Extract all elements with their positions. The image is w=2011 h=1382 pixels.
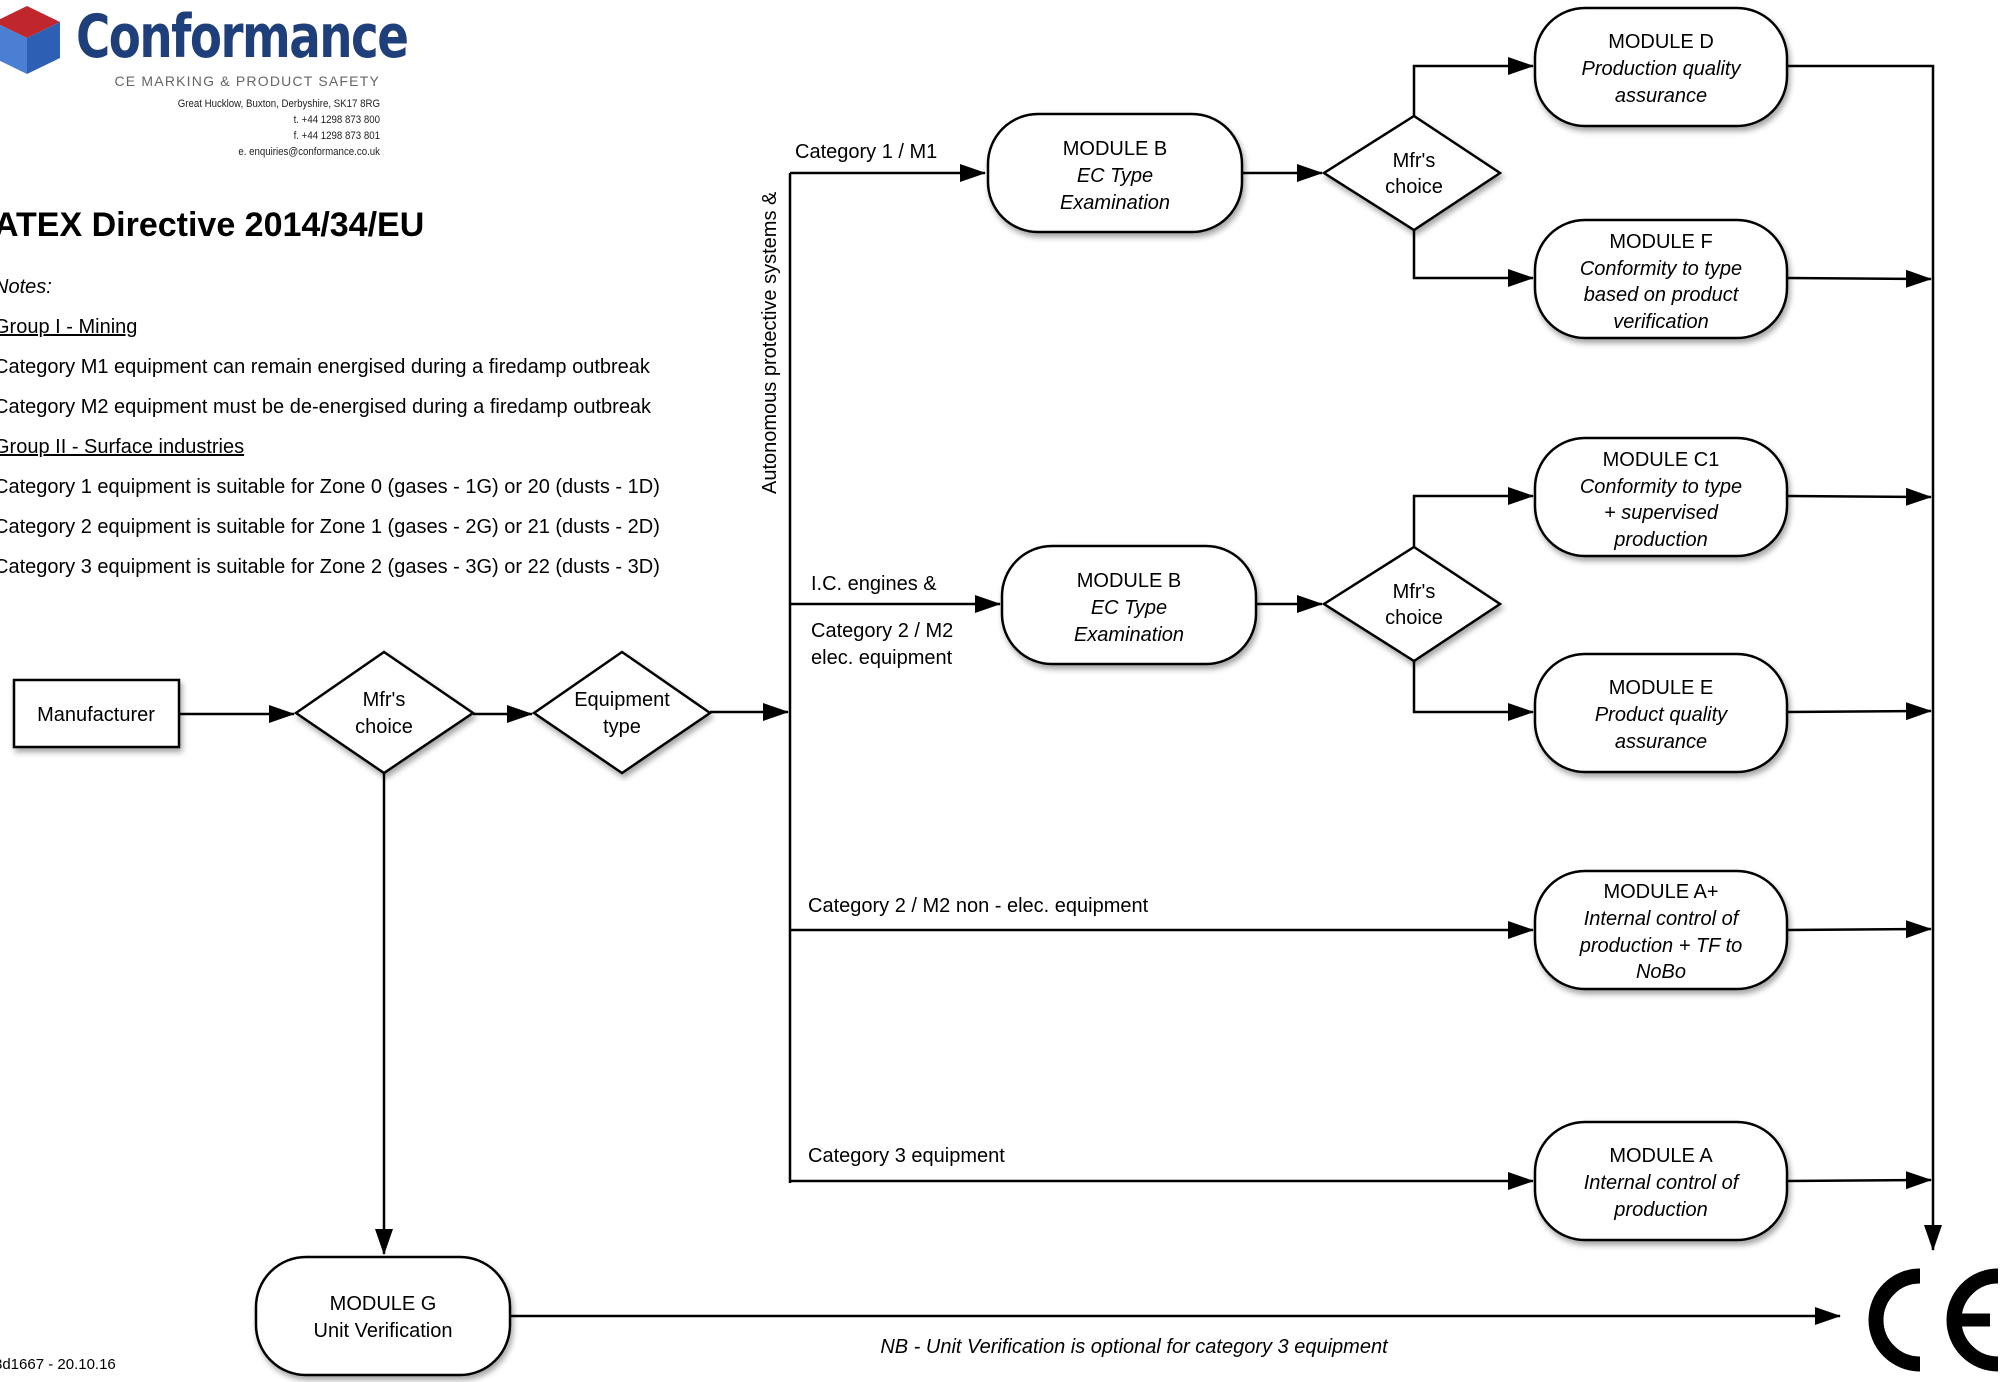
module-b-cat1-sub1: EC Type: [1077, 165, 1153, 187]
mfr-choice-line2: choice: [355, 716, 413, 738]
module-a-sub2: production: [1613, 1199, 1707, 1221]
note-category-2: Category 2 equipment is suitable for Zon…: [0, 516, 660, 538]
module-e-title: MODULE E: [1609, 677, 1713, 699]
module-b-cat2-sub2: Examination: [1074, 624, 1184, 646]
category-2-label-line2: Category 2 / M2: [811, 620, 953, 642]
edge-module-a-to-ce: [1786, 1171, 1932, 1190]
manufacturer-label: Manufacturer: [37, 704, 155, 726]
mfr-choice-cat2-line2: choice: [1385, 607, 1443, 629]
mfr-choice-decision-start: Mfr's choice: [293, 650, 476, 775]
note-category-1: Category 1 equipment is suitable for Zon…: [0, 476, 660, 498]
module-f-title: MODULE F: [1609, 231, 1712, 253]
module-g-sub: Unit Verification: [314, 1320, 453, 1342]
module-b-cat1-title: MODULE B: [1063, 138, 1167, 160]
logo-cube-right: [27, 22, 60, 74]
module-d-title: MODULE D: [1608, 31, 1714, 53]
ce-mark-icon: [1868, 1268, 1999, 1372]
mfr-choice-cat2-line1: Mfr's: [1393, 581, 1436, 603]
category-1-label: Category 1 / M1: [795, 141, 937, 163]
category-3-label: Category 3 equipment: [808, 1145, 1005, 1167]
edge-module-d-to-ce: [1787, 64, 1942, 1251]
conformance-logo-cube-icon: [0, 6, 60, 74]
module-f-sub1: Conformity to type: [1580, 258, 1742, 280]
company-address: Great Hucklow, Buxton, Derbyshire, SK17 …: [177, 98, 380, 110]
note-group-1: Group I - Mining: [0, 316, 138, 338]
module-e-sub1: Product quality: [1595, 704, 1728, 726]
module-c1-sub1: Conformity to type: [1580, 476, 1742, 498]
module-a-plus-sub3: NoBo: [1636, 961, 1686, 983]
manufacturer-node: Manufacturer: [12, 678, 181, 749]
edge-choice-to-module-d: [1412, 57, 1534, 116]
edge-module-a-plus-to-ce: [1786, 920, 1932, 939]
equipment-type-line2: type: [603, 716, 641, 738]
mfr-choice-line1: Mfr's: [363, 689, 406, 711]
module-b-cat2-node: MODULE B EC Type Examination: [1000, 544, 1258, 666]
edge-module-f-to-ce: [1786, 269, 1932, 288]
note-category-3: Category 3 equipment is suitable for Zon…: [0, 556, 660, 578]
company-fax: f. +44 1298 873 801: [293, 130, 380, 142]
module-b-cat1-sub2: Examination: [1060, 192, 1170, 214]
category-2-label-line3: elec. equipment: [811, 647, 953, 669]
edge-module-c1-to-ce: [1786, 487, 1932, 506]
logo-cube-left: [0, 24, 27, 74]
notes-heading: Notes:: [0, 276, 52, 298]
module-a-plus-sub1: Internal control of: [1584, 908, 1741, 930]
page-title: ATEX Directive 2014/34/EU: [0, 206, 425, 244]
module-d-sub1: Production quality: [1582, 58, 1742, 80]
unit-verification-note: NB - Unit Verification is optional for c…: [880, 1336, 1389, 1358]
module-b-cat2-title: MODULE B: [1077, 570, 1181, 592]
module-c1-title: MODULE C1: [1603, 449, 1720, 471]
module-a-plus-title: MODULE A+: [1603, 881, 1718, 903]
mfr-choice-cat1-line1: Mfr's: [1393, 150, 1436, 172]
module-b-cat2-sub1: EC Type: [1091, 597, 1167, 619]
equipment-type-decision: Equipment type: [531, 650, 713, 775]
module-c1-sub2: + supervised: [1604, 502, 1719, 524]
note-category-m1: Category M1 equipment can remain energis…: [0, 356, 650, 378]
module-d-node: MODULE D Production quality assurance: [1533, 6, 1789, 128]
company-email: e. enquiries@conformance.co.uk: [238, 146, 380, 158]
module-b-cat1-node: MODULE B EC Type Examination: [986, 112, 1244, 234]
note-group-2: Group II - Surface industries: [0, 436, 245, 458]
module-d-sub2: assurance: [1615, 85, 1707, 107]
mfr-choice-cat1-line2: choice: [1385, 176, 1443, 198]
category-2-label-line1: I.C. engines &: [811, 573, 937, 595]
module-g-title: MODULE G: [330, 1293, 437, 1315]
mfr-choice-decision-cat1: Mfr's choice: [1321, 114, 1503, 232]
module-f-sub3: verification: [1613, 311, 1709, 333]
autonomous-systems-label: Autonomous protective systems &: [759, 191, 781, 494]
company-tagline: CE MARKING & PRODUCT SAFETY: [114, 73, 380, 89]
module-a-plus-node: MODULE A+ Internal control of production…: [1533, 869, 1789, 991]
module-f-node: MODULE F Conformity to type based on pro…: [1533, 218, 1789, 340]
module-c1-node: MODULE C1 Conformity to type + supervise…: [1533, 436, 1789, 558]
company-phone: t. +44 1298 873 800: [293, 114, 380, 126]
module-g-node: MODULE G Unit Verification: [254, 1255, 512, 1377]
edge-choice-to-module-f: [1412, 230, 1534, 287]
edge-module-e-to-ce: [1786, 702, 1932, 721]
category-2-nonelec-label: Category 2 / M2 non - elec. equipment: [808, 895, 1149, 917]
module-a-sub1: Internal control of: [1584, 1172, 1741, 1194]
module-a-plus-sub2: production + TF to: [1579, 935, 1743, 957]
document-reference: 3d1667 - 20.10.16: [0, 1356, 116, 1373]
company-name: Conformance: [76, 2, 409, 72]
equipment-type-line1: Equipment: [574, 689, 670, 711]
logo-cube-top: [0, 6, 60, 38]
note-category-m2: Category M2 equipment must be de-energis…: [0, 396, 652, 418]
module-a-title: MODULE A: [1609, 1145, 1713, 1167]
module-e-node: MODULE E Product quality assurance: [1533, 652, 1789, 774]
module-e-sub2: assurance: [1615, 731, 1707, 753]
edge-choice-to-module-e: [1412, 661, 1534, 721]
module-f-sub2: based on product: [1584, 284, 1740, 306]
mfr-choice-decision-cat2: Mfr's choice: [1321, 545, 1503, 663]
module-a-node: MODULE A Internal control of production: [1533, 1120, 1789, 1242]
module-c1-sub3: production: [1613, 529, 1707, 551]
edge-choice-to-module-c1: [1412, 487, 1534, 547]
